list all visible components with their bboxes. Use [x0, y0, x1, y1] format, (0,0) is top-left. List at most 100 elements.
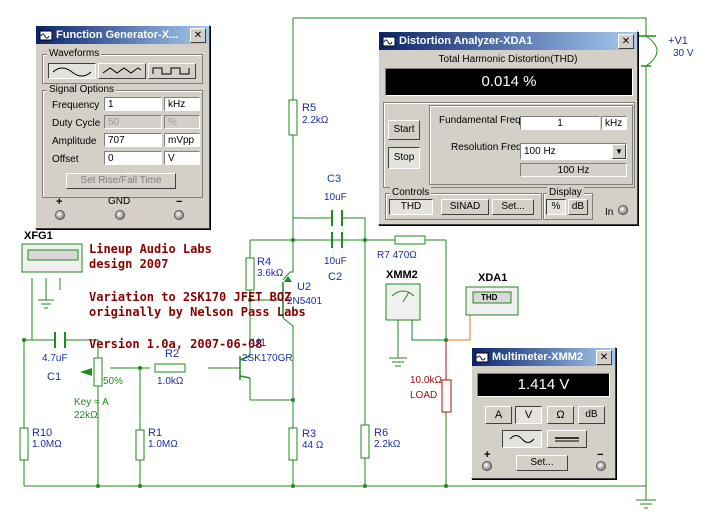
thd-label: Total Harmonic Distortion(THD) [438, 54, 578, 65]
wire-top-rail [293, 17, 647, 36]
wire-u2-emitter [282, 240, 294, 281]
offset-input[interactable]: 0 [104, 151, 162, 165]
resolution-freq-select[interactable]: 100 Hz ▼ [520, 143, 627, 160]
start-button[interactable]: Start [388, 120, 420, 140]
function-generator-titlebar[interactable]: Function Generator-X... ✕ [36, 26, 209, 44]
duty-cycle-unit[interactable]: % [164, 115, 200, 129]
xda1-screen: THD [481, 293, 498, 302]
junction-dot [138, 366, 142, 370]
duty-cycle-input[interactable]: 50 [104, 115, 162, 129]
fg-plus-terminal[interactable] [55, 210, 65, 220]
multimeter-title: Multimeter-XMM2 [492, 351, 584, 363]
frequency-unit[interactable]: kHz [164, 97, 200, 111]
u1-source-lead [239, 375, 251, 379]
mm-plus-terminal[interactable] [482, 461, 492, 471]
instrument-icon [475, 352, 489, 363]
r5-value: 2.2kΩ [302, 115, 329, 126]
sine-wave-button[interactable] [48, 63, 96, 79]
ac-wave-icon [509, 435, 535, 443]
thd-mode-button[interactable]: THD [389, 199, 433, 215]
junction-dot [444, 484, 448, 488]
r6-value: 2.2kΩ [374, 439, 401, 450]
close-icon[interactable]: ✕ [190, 28, 206, 43]
display-label: Display [547, 187, 584, 198]
frequency-settings-group [429, 105, 633, 185]
note-line-4: originally by Nelson Pass Labs [89, 305, 306, 319]
ac-mode-button[interactable] [502, 430, 542, 448]
distortion-analyzer-window: Distortion Analyzer-XDA1 ✕ Total Harmoni… [378, 31, 638, 225]
note-line-5: Version 1.0a, 2007-06-08 [89, 337, 263, 351]
note-line-1: Lineup Audio Labs [89, 242, 212, 256]
c2-value: 10uF [324, 256, 347, 267]
r1-name: R1 [148, 427, 163, 439]
controls-label: Controls [390, 187, 432, 198]
note-line-3: Variation to 2SK170 JFET BOZ [89, 290, 292, 304]
wire-u2-collector [282, 317, 294, 400]
multimeter-window: Multimeter-XMM2 ✕ 1.414 V A V Ω dB + − S… [471, 347, 616, 479]
resolution-freq-label: Resolution Freq. [451, 142, 525, 153]
db-meter-button[interactable]: dB [578, 406, 605, 424]
stop-button[interactable]: Stop [388, 147, 420, 169]
chevron-down-icon[interactable]: ▼ [612, 144, 626, 159]
multimeter-titlebar[interactable]: Multimeter-XMM2 ✕ [472, 348, 615, 366]
junction-dot [22, 338, 26, 342]
wire-pot-top [72, 339, 99, 358]
v1-name: +V1 [668, 35, 688, 47]
duty-cycle-label: Duty Cycle [52, 118, 101, 129]
r3-symbol [288, 427, 298, 461]
fundamental-freq-input[interactable]: 1 [520, 116, 600, 130]
r6-name: R6 [374, 427, 389, 439]
u2-emitter-arrow-icon [284, 276, 292, 282]
set-rise-fall-button[interactable]: Set Rise/Fall Time [66, 173, 176, 189]
close-icon[interactable]: ✕ [618, 34, 634, 49]
distortion-analyzer-titlebar[interactable]: Distortion Analyzer-XDA1 ✕ [379, 32, 637, 50]
r4-name: R4 [257, 256, 272, 268]
r4-value: 3.6kΩ [257, 268, 284, 279]
display-group: Display [543, 187, 593, 220]
r2-value: 1.0kΩ [157, 376, 184, 387]
dc-mode-button[interactable] [547, 430, 587, 448]
load-name: LOAD [410, 390, 438, 401]
frequency-input[interactable]: 1 [104, 97, 162, 111]
v1-symbol [645, 35, 658, 67]
c1-name: C1 [47, 371, 62, 383]
triangle-wave-button[interactable] [98, 63, 146, 79]
offset-unit[interactable]: V [164, 151, 200, 165]
distortion-analyzer-title: Distortion Analyzer-XDA1 [399, 35, 533, 47]
signal-options-label: Signal Options [47, 84, 117, 95]
fg-minus-terminal[interactable] [174, 210, 184, 220]
sinad-mode-button[interactable]: SINAD [441, 199, 489, 215]
function-generator-title: Function Generator-X... [56, 29, 179, 41]
wire-xda1-lead [446, 315, 471, 341]
function-generator-window: Function Generator-X... ✕ Waveforms Sign… [35, 25, 210, 229]
pot-wiper-icon [80, 368, 92, 376]
fg-gnd-terminal[interactable] [115, 210, 125, 220]
fundamental-freq-unit[interactable]: kHz [601, 116, 627, 130]
ohmmeter-button[interactable]: Ω [547, 406, 574, 424]
frequency-label: Frequency [52, 100, 100, 111]
dc-line-icon [555, 437, 579, 442]
r10-name: R10 [32, 427, 53, 439]
square-wave-button[interactable] [148, 63, 196, 79]
wire-xmm2-plus [411, 320, 446, 341]
ammeter-button[interactable]: A [485, 406, 512, 424]
analyzer-set-button[interactable]: Set... [492, 199, 534, 215]
square-wave-icon [152, 67, 190, 75]
fg-minus-label: − [176, 196, 183, 208]
junction-dot [138, 484, 142, 488]
waveforms-label: Waveforms [47, 48, 102, 59]
voltmeter-button[interactable]: V [515, 406, 542, 424]
db-display-button[interactable]: dB [568, 199, 588, 215]
c3-name: C3 [327, 173, 342, 185]
amplitude-unit[interactable]: mVpp [164, 133, 200, 147]
instrument-icon [382, 36, 396, 47]
r2-body [154, 363, 186, 373]
amplitude-input[interactable]: 707 [104, 133, 162, 147]
r3-name: R3 [302, 428, 317, 440]
mm-minus-terminal[interactable] [596, 461, 606, 471]
close-icon[interactable]: ✕ [596, 350, 612, 365]
multimeter-set-button[interactable]: Set... [516, 455, 568, 471]
pot-percent: 50% [103, 376, 124, 387]
percent-display-button[interactable]: % [546, 199, 566, 215]
analyzer-in-terminal[interactable] [618, 205, 628, 215]
